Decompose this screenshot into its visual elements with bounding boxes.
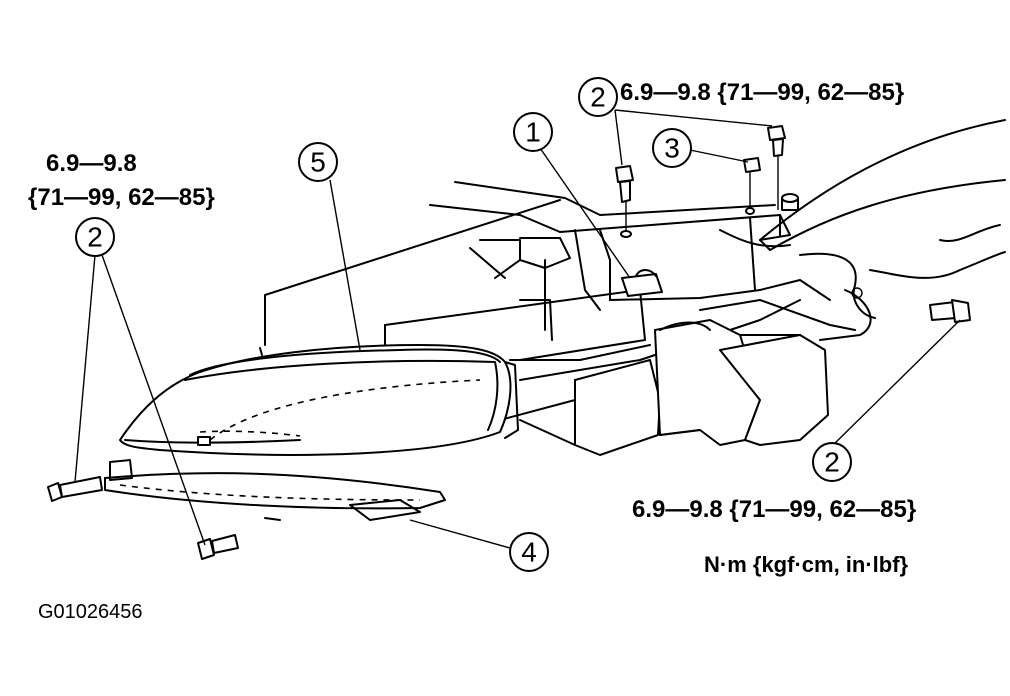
callout-2-left: 2	[75, 217, 115, 257]
callout-1-number: 1	[525, 117, 541, 148]
connector-1	[621, 269, 663, 297]
leader-lines	[74, 109, 961, 549]
clip-3	[743, 157, 761, 215]
bolt-left-lower	[197, 534, 239, 560]
torque-spec-top-right: 6.9—9.8 {71—99, 62—85}	[620, 79, 904, 106]
lower-beam	[499, 299, 856, 456]
figure-code: G01026456	[38, 601, 143, 623]
callout-2-top-number: 2	[590, 82, 606, 113]
callout-2-right-number: 2	[824, 447, 840, 478]
fender-body	[759, 119, 1006, 341]
torque-spec-left-line1: 6.9—9.8	[46, 150, 137, 177]
callout-2-right: 2	[812, 442, 852, 482]
headlamp-assembly	[119, 344, 519, 456]
callout-3-number: 3	[664, 133, 680, 164]
callout-5: 5	[298, 142, 338, 182]
bolt-right-side	[929, 299, 971, 323]
torque-spec-bottom-right: 6.9—9.8 {71—99, 62—85}	[632, 496, 916, 523]
bolt-left-upper	[47, 476, 103, 502]
bolt-top-center	[615, 165, 634, 238]
bolt-top-right	[767, 125, 786, 210]
callout-4: 4	[509, 532, 549, 572]
callout-5-number: 5	[310, 147, 326, 178]
callout-4-number: 4	[521, 537, 537, 568]
callout-1: 1	[513, 112, 553, 152]
callout-2-top: 2	[578, 77, 618, 117]
radiator-support	[429, 181, 831, 331]
units-note: N·m {kgf·cm, in·lbf}	[704, 552, 909, 577]
torque-spec-left-line2: {71—99, 62—85}	[28, 184, 215, 211]
callout-3: 3	[652, 128, 692, 168]
callout-2-left-number: 2	[87, 222, 103, 253]
lower-trim-bracket	[104, 459, 446, 521]
